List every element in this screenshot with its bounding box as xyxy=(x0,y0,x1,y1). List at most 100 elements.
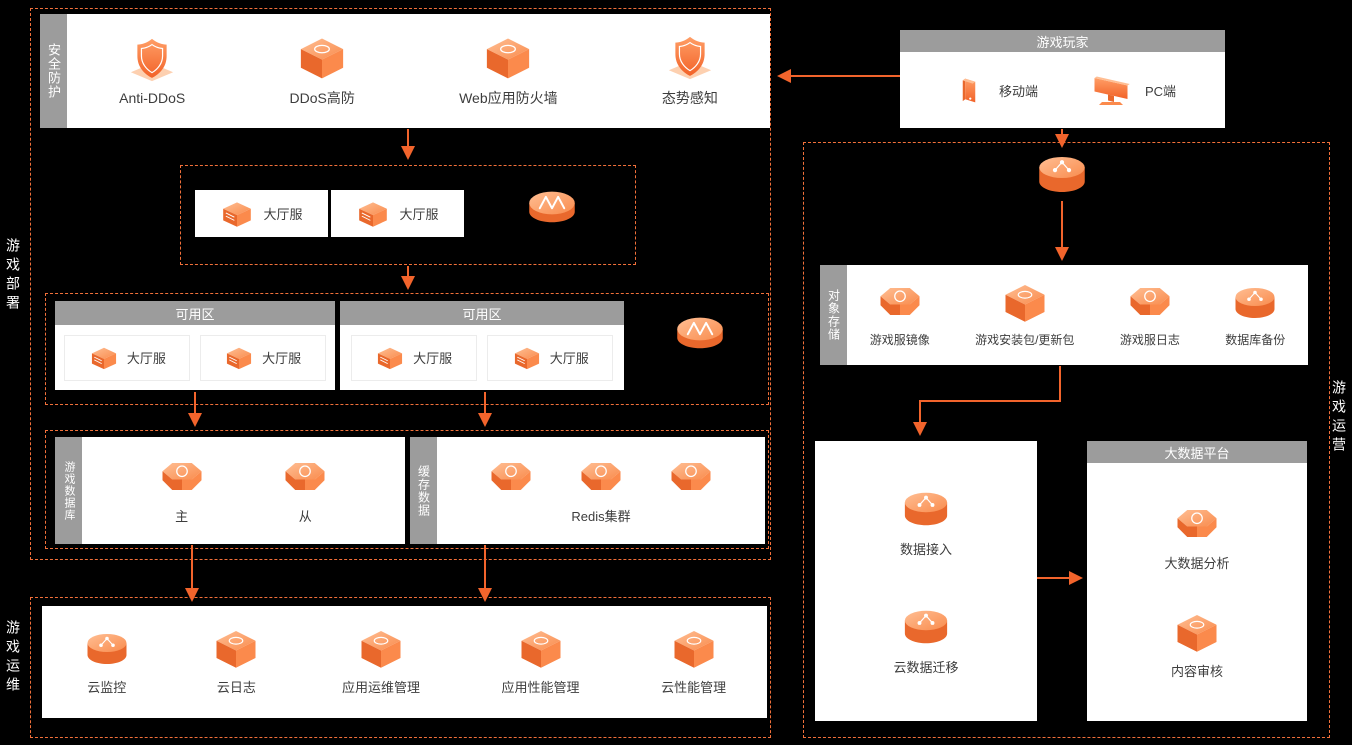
pc-icon xyxy=(1087,69,1135,111)
server-image-icon xyxy=(876,282,924,324)
deploy-group-border xyxy=(30,8,771,560)
server-log-icon xyxy=(1126,282,1174,324)
lobby-server-box: 大厅服 xyxy=(195,190,328,237)
server-icon xyxy=(89,345,119,371)
database-item-label: 从 xyxy=(298,508,312,524)
object-storage-panel: 对象存储 游戏服镜像 游戏安装包/更新包 游戏服日志 数据库备份 xyxy=(820,265,1308,365)
database-item-label: 主 xyxy=(175,508,189,524)
player-item-label: PC端 xyxy=(1144,83,1177,99)
cache-items: Redis集群 xyxy=(437,437,765,544)
situation-awareness-icon xyxy=(664,35,716,81)
storage-item-label: 数据库备份 xyxy=(1225,333,1286,347)
zones-group-border xyxy=(45,293,769,405)
game-database-tab: 游戏数据库 xyxy=(55,437,82,544)
database-items: 主 从 xyxy=(82,437,405,544)
maintenance-item: 应用运维管理 xyxy=(342,628,420,696)
database-slave-icon xyxy=(281,457,329,499)
cache-icons xyxy=(487,457,715,499)
cloud-monitor-icon xyxy=(83,628,131,670)
dataflow-item: 数据接入 xyxy=(900,486,952,558)
zone2-header: 可用区 xyxy=(340,301,624,325)
content-review-icon xyxy=(1173,612,1221,654)
players-header: 游戏玩家 xyxy=(900,30,1225,52)
game-database-panel: 游戏数据库 主 从 xyxy=(55,437,405,544)
data-migration-icon xyxy=(900,604,952,650)
storage-item-label: 游戏服日志 xyxy=(1119,333,1180,347)
load-balancer-icon xyxy=(672,308,728,357)
app-ops-management-icon xyxy=(357,628,405,670)
bigdata-panel: 大数据平台 大数据分析 内容审核 xyxy=(1087,441,1307,721)
security-item: 态势感知 xyxy=(662,35,718,108)
dataflow-item-label: 数据接入 xyxy=(899,542,952,558)
cache-panel: 缓存数据 Redis集群 xyxy=(410,437,765,544)
lobby-server-label: 大厅服 xyxy=(263,207,303,222)
zone1-header: 可用区 xyxy=(55,301,335,325)
load-balancer-icon xyxy=(524,182,580,231)
zone-server-box: 大厅服 xyxy=(199,334,326,381)
maintenance-item-label: 云日志 xyxy=(216,680,256,695)
server-icon xyxy=(356,199,390,229)
security-item-label: Web应用防火墙 xyxy=(459,89,558,106)
data-group-border xyxy=(45,430,769,549)
install-package-icon xyxy=(1001,282,1049,324)
storage-item: 数据库备份 xyxy=(1225,282,1285,348)
zone1-body: 大厅服 大厅服 xyxy=(55,325,335,390)
dataflow-body: 数据接入 云数据迁移 xyxy=(815,441,1037,721)
bigdata-item-label: 内容审核 xyxy=(1170,664,1223,680)
cloud-log-icon xyxy=(212,628,260,670)
server-icon xyxy=(375,345,405,371)
availability-zone-1: 可用区 大厅服 大厅服 xyxy=(55,301,335,390)
ddos-high-defense-icon xyxy=(296,35,348,81)
zone-server-box: 大厅服 xyxy=(350,334,477,381)
side-label-game-maintenance: 游戏运维 xyxy=(5,620,21,696)
storage-item: 游戏服日志 xyxy=(1120,282,1180,348)
security-panel: 安全防护 Anti-DDoS DDoS高防 Web应用防火墙 态势感知 xyxy=(40,14,770,128)
app-performance-icon xyxy=(517,628,565,670)
bigdata-header: 大数据平台 xyxy=(1087,441,1307,463)
storage-item: 游戏服镜像 xyxy=(870,282,930,348)
maintenance-panel: 云监控 云日志 应用运维管理 应用性能管理 云性能管理 xyxy=(42,606,767,718)
database-item: 主 xyxy=(158,457,206,525)
object-storage-tab: 对象存储 xyxy=(820,265,847,365)
storage-item-label: 游戏服镜像 xyxy=(869,333,930,347)
security-item: Anti-DDoS xyxy=(119,37,185,106)
server-icon xyxy=(220,199,254,229)
player-item-label: 移动端 xyxy=(998,83,1038,99)
players-panel: 游戏玩家 移动端 PC端 xyxy=(900,30,1225,128)
zone2-body: 大厅服 大厅服 xyxy=(340,325,624,390)
web-firewall-icon xyxy=(482,35,534,81)
storage-item: 游戏安装包/更新包 xyxy=(975,282,1074,348)
side-label-game-operation: 游戏运营 xyxy=(1331,380,1347,456)
maintenance-item: 云监控 xyxy=(83,628,131,696)
security-item: DDoS高防 xyxy=(289,35,355,108)
database-master-icon xyxy=(158,457,206,499)
security-item-label: DDoS高防 xyxy=(289,89,355,106)
security-item-label: 态势感知 xyxy=(661,89,718,106)
bigdata-item-label: 大数据分析 xyxy=(1164,555,1230,571)
side-label-game-deploy: 游戏部署 xyxy=(5,238,21,314)
player-item: PC端 xyxy=(1087,69,1176,111)
cache-tab: 缓存数据 xyxy=(410,437,437,544)
maintenance-item-label: 云性能管理 xyxy=(661,680,727,695)
zone-server-label: 大厅服 xyxy=(126,351,166,366)
redis-node-icon xyxy=(487,457,535,499)
server-icon xyxy=(224,345,254,371)
security-item: Web应用防火墙 xyxy=(459,35,558,108)
maintenance-group-border xyxy=(30,597,771,738)
maintenance-item: 云日志 xyxy=(212,628,260,696)
mobile-icon xyxy=(949,73,989,108)
network-access-icon xyxy=(1034,150,1090,199)
database-item: 从 xyxy=(281,457,329,525)
zone-server-label: 大厅服 xyxy=(549,351,589,366)
maintenance-item-label: 应用运维管理 xyxy=(341,680,420,695)
security-item-label: Anti-DDoS xyxy=(119,89,186,106)
anti-ddos-shield-icon xyxy=(126,37,178,83)
redis-cluster-label: Redis集群 xyxy=(571,508,631,524)
maintenance-item-label: 云监控 xyxy=(87,680,127,695)
lobby-group-border xyxy=(180,165,636,265)
zone-server-label: 大厅服 xyxy=(413,351,453,366)
zone-server-label: 大厅服 xyxy=(262,351,302,366)
players-body: 移动端 PC端 xyxy=(900,52,1225,128)
dataflow-item-label: 云数据迁移 xyxy=(893,659,959,675)
